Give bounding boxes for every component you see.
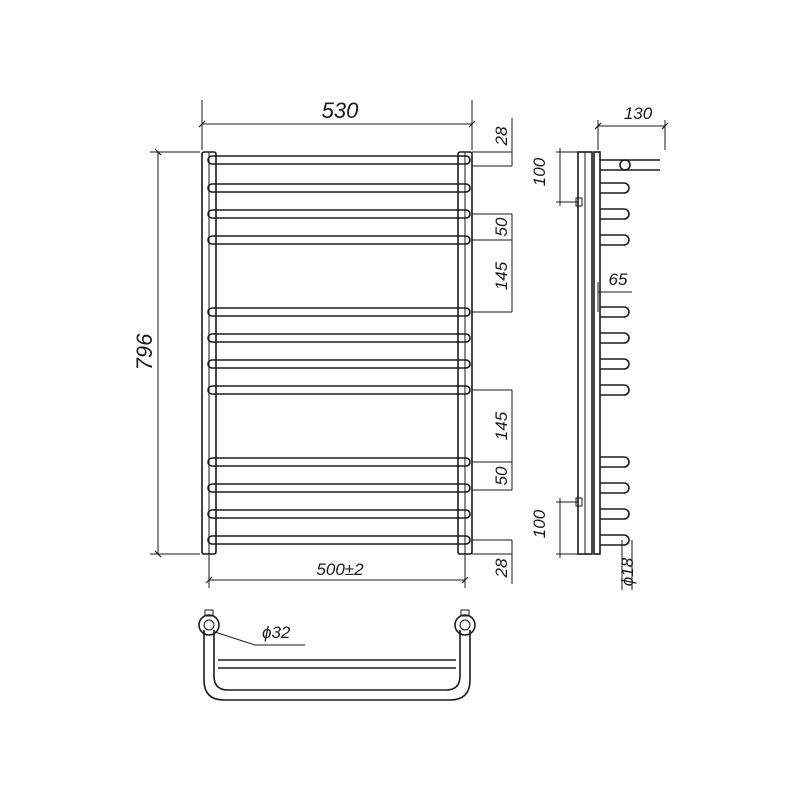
front-bar [207, 509, 471, 519]
dimension-pipe-diameter: ϕ18 [618, 540, 637, 590]
bracket-bottom-label: 100 [530, 509, 549, 538]
top-offset-label: 28 [492, 126, 511, 146]
left-riser-section [198, 609, 220, 636]
front-bar [207, 359, 471, 369]
side-bars [600, 182, 630, 546]
side-bar [600, 482, 630, 494]
dimension-width-530: 530 [198, 98, 476, 150]
height-label: 796 [132, 333, 157, 370]
depth-label: 130 [624, 104, 653, 123]
gap-top-label: 50 [492, 217, 511, 236]
front-bar [207, 385, 471, 395]
bar-offset-label: 65 [609, 270, 628, 289]
top-view: ϕ32 [198, 609, 476, 701]
gap-upper-label: 145 [492, 261, 511, 290]
side-bar [600, 234, 630, 246]
side-riser [593, 151, 601, 555]
dimension-bar-offset: 65 [597, 270, 632, 312]
front-bar [207, 483, 471, 493]
dimension-bracket-top: 100 [530, 148, 578, 206]
front-bars [207, 155, 471, 545]
width-label: 530 [322, 98, 359, 123]
center-distance-label: 500±2 [316, 560, 364, 579]
side-bar [600, 456, 630, 468]
front-bar [207, 183, 471, 193]
dimension-height-796: 796 [132, 148, 200, 558]
dimension-depth-130: 130 [594, 104, 669, 150]
right-riser-section [454, 609, 476, 636]
dimension-bracket-bottom: 100 [530, 498, 578, 558]
front-bar [207, 333, 471, 343]
front-bar [207, 235, 471, 245]
top-view-outer-loop [203, 630, 471, 701]
top-pipe-section [619, 159, 631, 171]
front-view: 530 796 500±2 [132, 98, 513, 588]
side-bar [600, 306, 630, 318]
front-bar [207, 209, 471, 219]
gap-bottom-label: 50 [492, 466, 511, 485]
front-bar [207, 535, 471, 545]
dimension-riser-diameter: ϕ32 [214, 623, 305, 646]
side-bar [600, 332, 630, 344]
side-bar [600, 182, 630, 194]
pipe-diameter-label: ϕ18 [618, 557, 637, 586]
side-view: 130 100 65 100 ϕ18 [530, 104, 669, 590]
side-bar [600, 358, 630, 370]
bottom-offset-label: 28 [492, 558, 511, 578]
side-bar [600, 208, 630, 220]
side-bar [600, 534, 630, 546]
front-bar [207, 155, 471, 165]
right-dimension-chain: 28 50 145 145 50 28 [472, 118, 513, 584]
riser-diameter-label: ϕ32 [262, 623, 291, 642]
front-bar [207, 307, 471, 317]
side-bar [600, 384, 630, 396]
dimension-center-distance: 500±2 [205, 554, 469, 588]
bracket-top-label: 100 [530, 157, 549, 186]
front-bar [207, 457, 471, 467]
side-bar [600, 508, 630, 520]
gap-lower-label: 145 [492, 411, 511, 440]
